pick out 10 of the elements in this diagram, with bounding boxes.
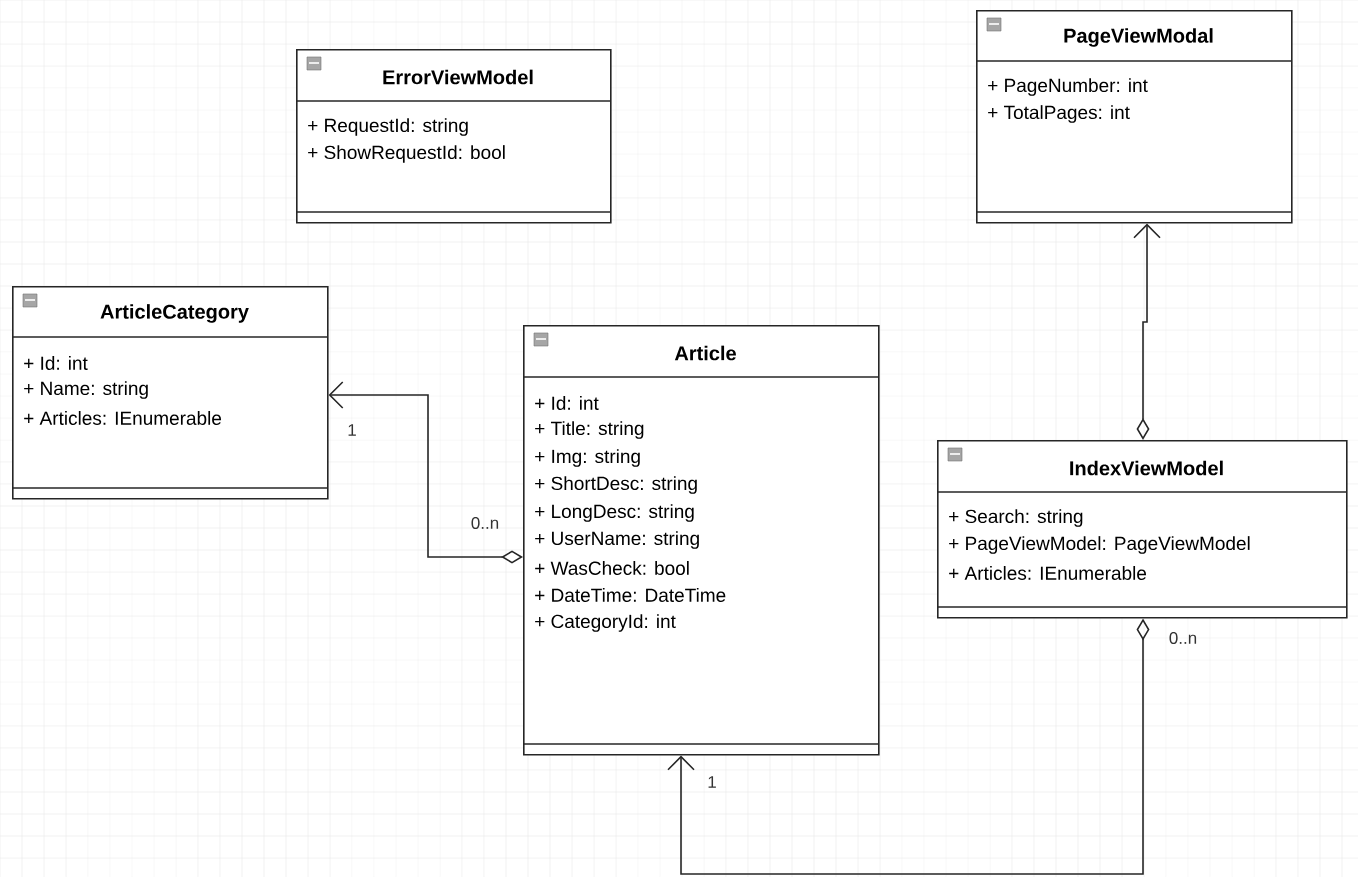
class-box: IndexViewModel + Search: string + PageViewModel: PageViewModel + Articles: IEnumerable	[936, 440, 1348, 619]
multiplicity-label: 1	[708, 776, 716, 788]
class-box: PageViewModal + PageNumber: int + TotalPages: int	[975, 10, 1293, 224]
multiplicity-label: 0..n	[471, 517, 499, 529]
association-arrow	[328, 381, 523, 564]
multiplicity-label: 1	[348, 424, 356, 436]
association-arrow	[1133, 223, 1161, 440]
class-box: ArticleCategory + Id: int + Name: string + Articles: IEnumerable	[11, 286, 329, 500]
class-box: Article + Id: int + Title: string + Img: string + ShortDesc: string + LongDesc: string + UserName: string + WasCheck: bool + DateTime: DateTime + CategoryId: int	[522, 325, 880, 756]
class-box: ErrorViewModel + RequestId: string + ShowRequestId: bool	[295, 49, 612, 224]
